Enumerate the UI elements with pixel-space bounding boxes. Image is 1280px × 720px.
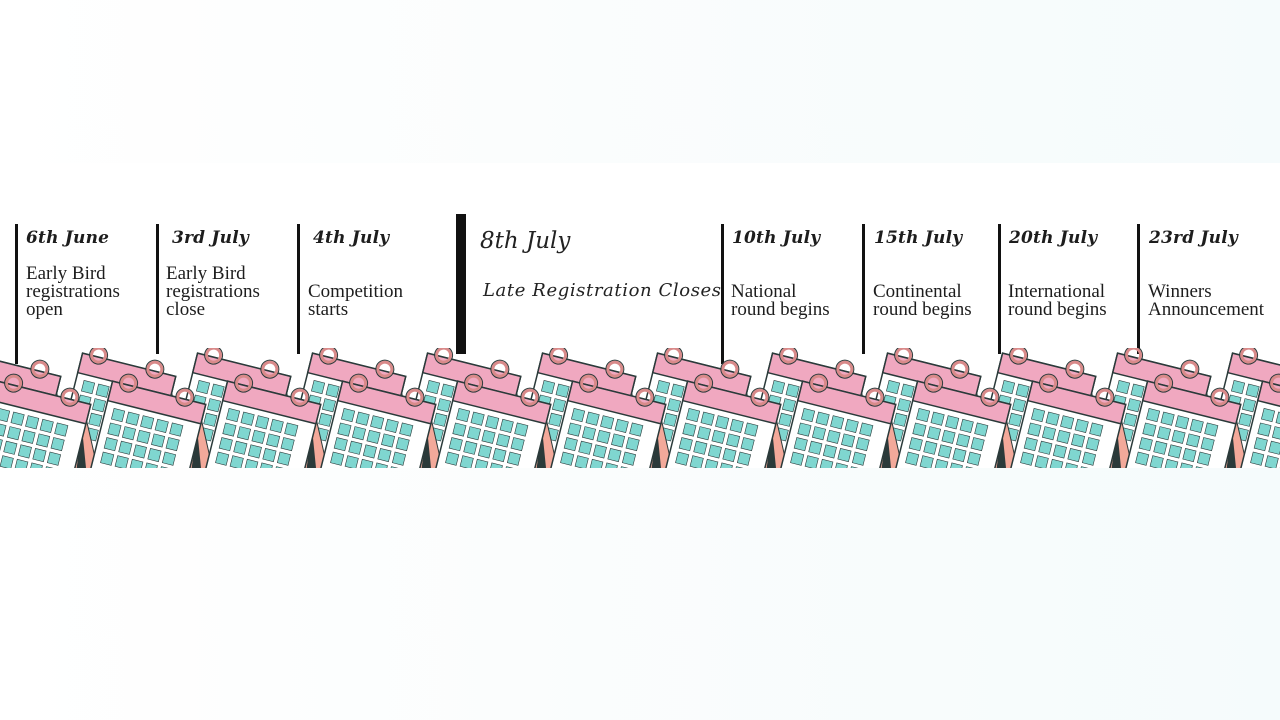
milestone-date: 6th June (26, 228, 110, 248)
milestone-label: Early Bird registrations close (166, 263, 260, 320)
milestone-date: 20th July (1009, 228, 1098, 248)
calendar-strip (0, 348, 1280, 468)
milestone-tick (998, 224, 1001, 354)
milestone-label: International round begins (1008, 281, 1107, 320)
milestone-date: 23rd July (1149, 228, 1238, 248)
milestone-tick (721, 224, 724, 364)
milestone-label: National round begins (731, 281, 830, 320)
milestone-tick (156, 224, 159, 354)
milestone-date: 4th July (313, 228, 390, 248)
featured-label: Late Registration Closes (483, 280, 722, 301)
milestone-label: Continental round begins (873, 281, 972, 320)
featured-date: 8th July (480, 228, 571, 254)
milestone-tick (15, 224, 18, 364)
milestone-label: Early Bird registrations open (26, 263, 120, 320)
milestone-date: 10th July (732, 228, 821, 248)
milestone-label: Winners Announcement (1148, 281, 1265, 320)
milestone-tick (297, 224, 300, 354)
milestone-tick (1137, 224, 1140, 354)
milestone-date: 15th July (874, 228, 963, 248)
milestone-label: Competition starts (308, 281, 403, 320)
milestone-date: 3rd July (172, 228, 249, 248)
featured-tick (456, 214, 466, 354)
milestone-tick (862, 224, 865, 354)
